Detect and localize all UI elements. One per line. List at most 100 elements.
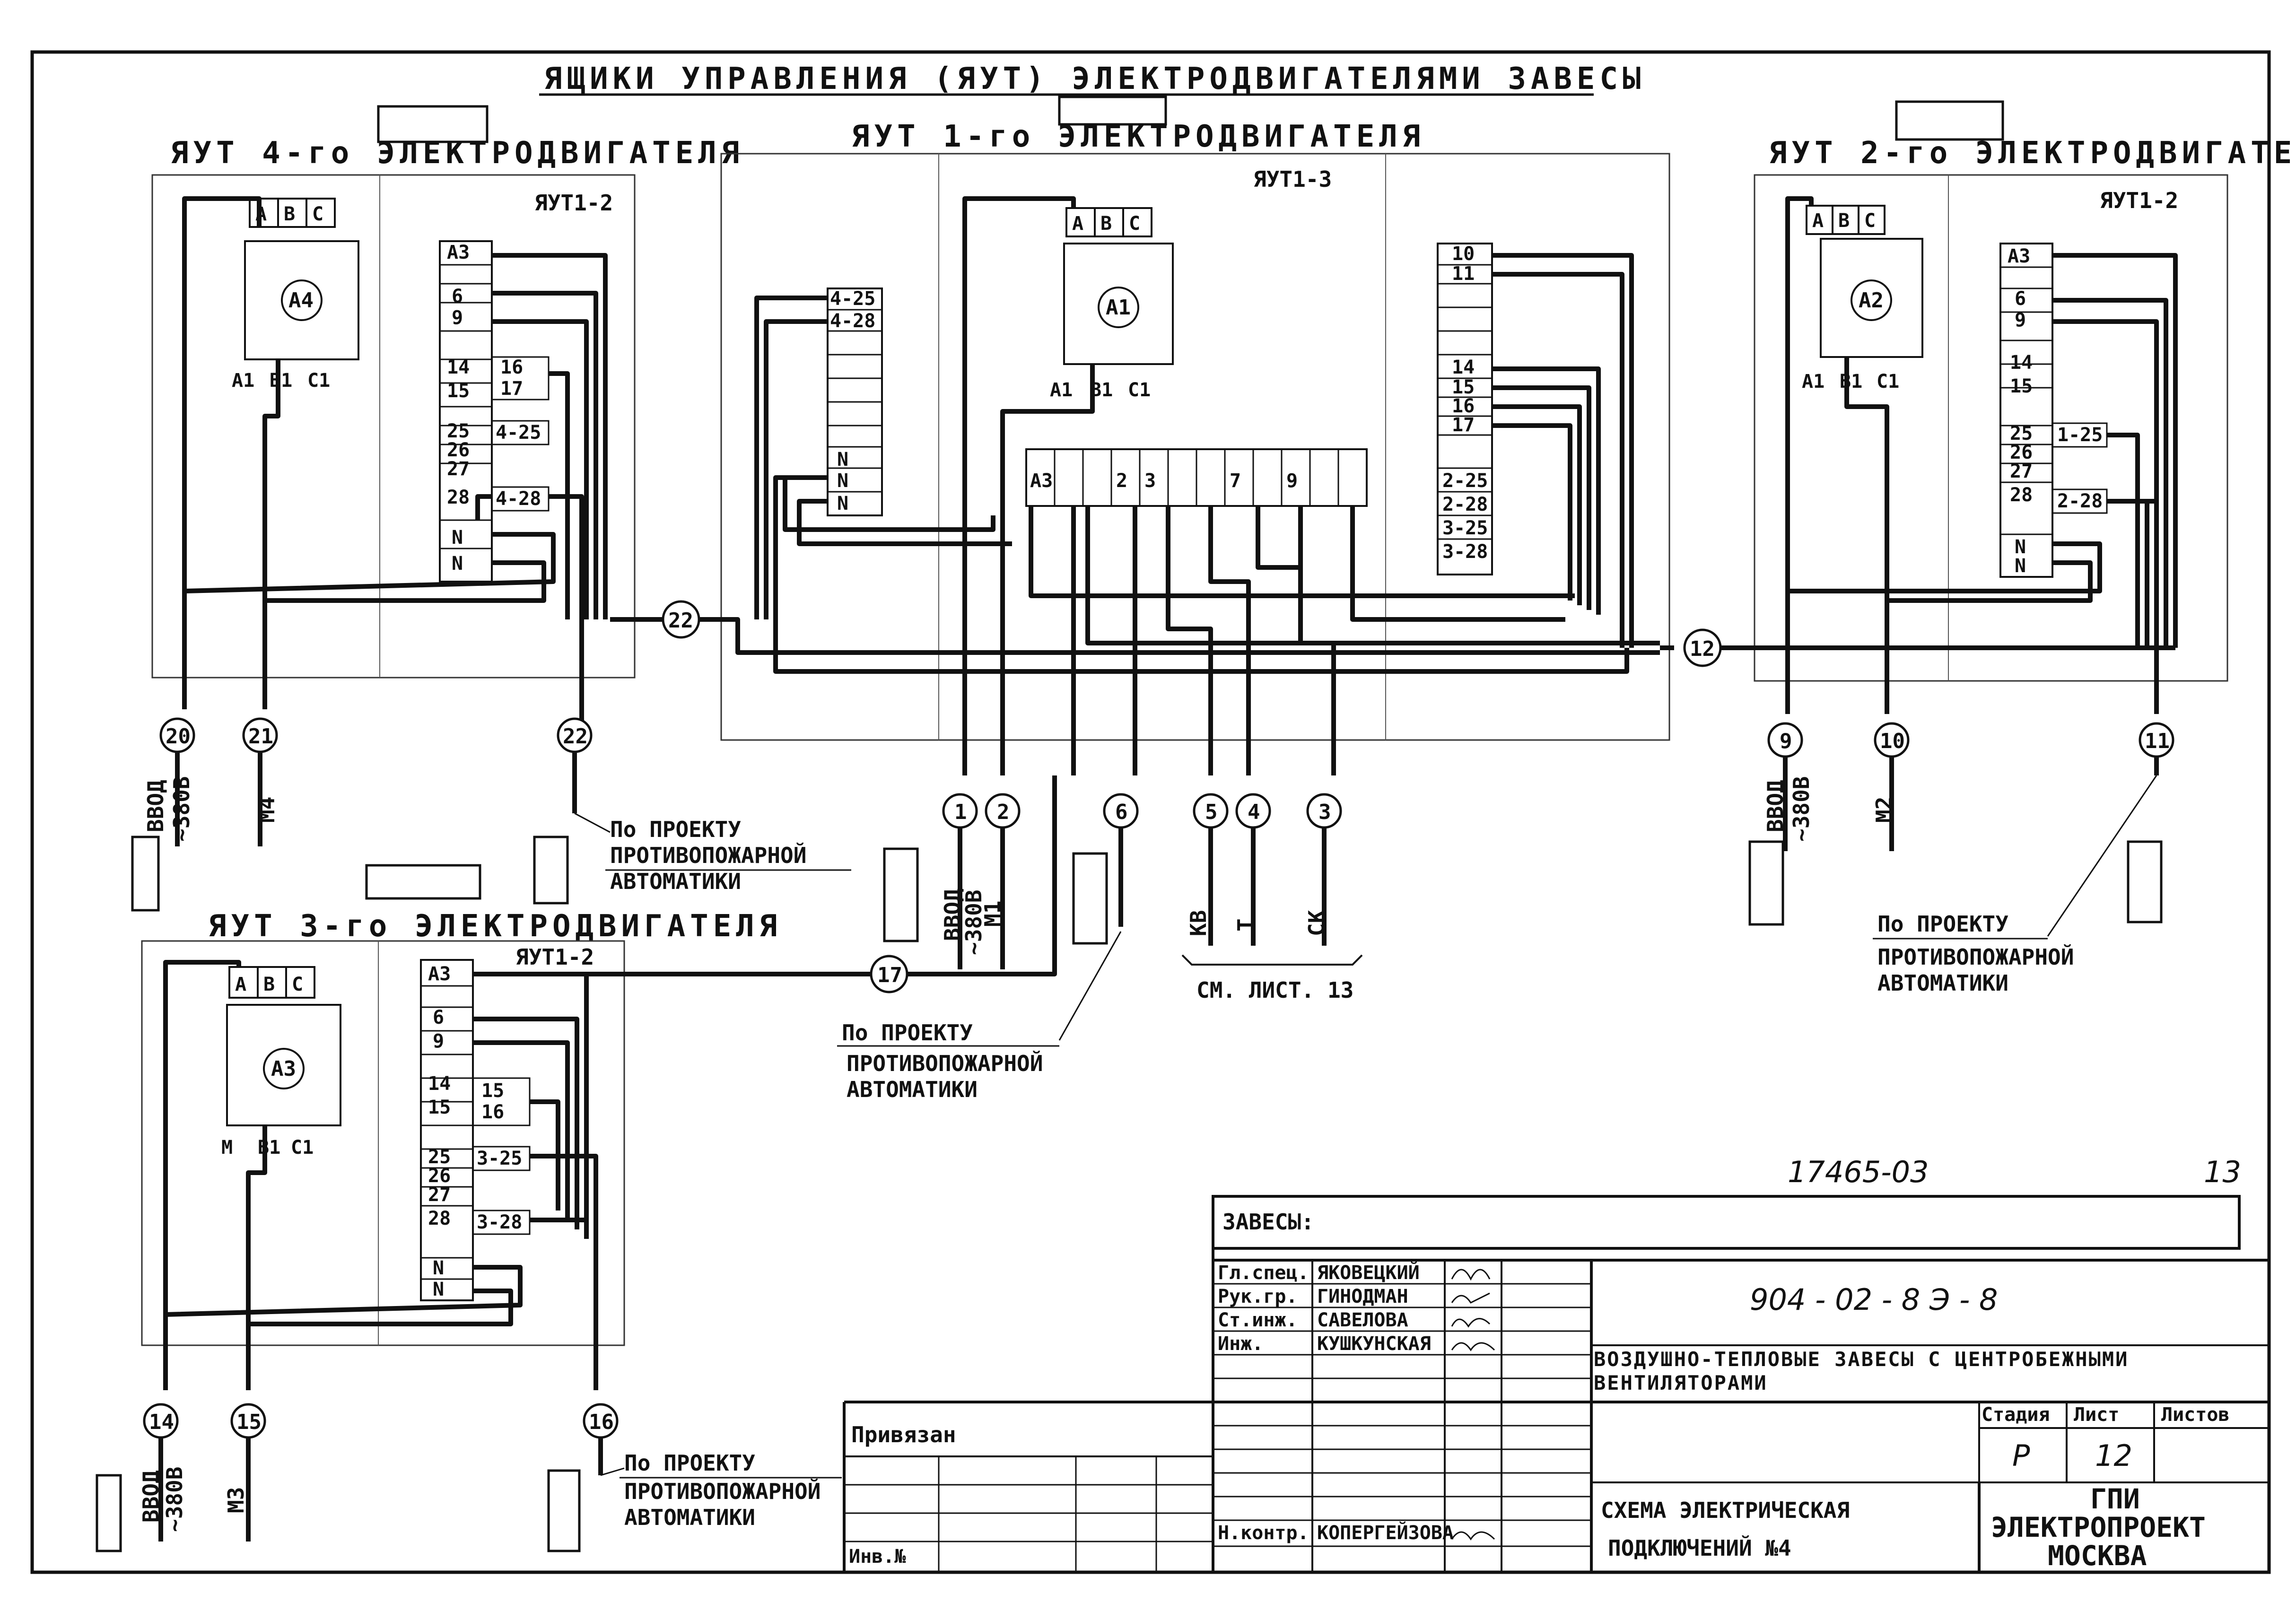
svg-text:3: 3: [1144, 470, 1156, 492]
svg-text:ГИНОДМАН: ГИНОДМАН: [1317, 1286, 1408, 1307]
yaut2-wiring: [1721, 196, 2178, 714]
yaut3-wiring: [163, 775, 1057, 1390]
svg-text:С: С: [312, 203, 323, 225]
svg-text:ВВОД: ВВОД: [143, 780, 168, 832]
svg-text:М2: М2: [1871, 797, 1897, 823]
svg-text:~380В: ~380В: [961, 890, 986, 955]
svg-text:А3: А3: [1030, 470, 1053, 492]
yaut1-type: ЯУТ1-3: [1253, 166, 1332, 192]
svg-text:С1: С1: [307, 370, 330, 392]
svg-text:А3: А3: [428, 963, 451, 985]
svg-text:А: А: [1812, 210, 1824, 232]
svg-text:С: С: [1864, 210, 1876, 232]
svg-text:11: 11: [1452, 263, 1475, 285]
cable-stubs: [158, 752, 2159, 1542]
svg-text:6: 6: [1115, 800, 1128, 824]
svg-text:15: 15: [236, 1410, 262, 1434]
svg-text:КВ: КВ: [1186, 910, 1211, 936]
svg-text:Рук.гр.: Рук.гр.: [1218, 1286, 1298, 1307]
yaut4-bottom-terms: А1 В1 С1: [232, 370, 330, 392]
svg-text:10: 10: [1452, 243, 1475, 265]
yaut2-terminal-strip: А3 6 9 14 15 25 26 27 28 N N 1-25 2-28: [1999, 243, 2108, 578]
yaut4-box: ЯУТ 4-го ЭЛЕКТРОДВИГАТЕЛЯ ЯУТ1-2 А4 А В …: [151, 105, 739, 723]
svg-text:28: 28: [2010, 484, 2033, 506]
svg-text:М3: М3: [223, 1487, 249, 1513]
svg-text:По ПРОЕКТУ: По ПРОЕКТУ: [1877, 911, 2008, 937]
svg-text:Ст.инж.: Ст.инж.: [1218, 1309, 1298, 1331]
yaut1-bottom-terms: А1 В1 С1: [1050, 379, 1151, 401]
svg-text:4-25: 4-25: [496, 422, 541, 444]
svg-text:~380В: ~380В: [1789, 776, 1814, 842]
svg-text:А1: А1: [232, 370, 254, 392]
svg-text:1-25: 1-25: [2057, 424, 2103, 446]
svg-text:N: N: [433, 1279, 444, 1300]
yaut3-title: ЯУТ 3-го ЭЛЕКТРОДВИГАТЕЛЯ: [208, 909, 782, 944]
svg-text:9: 9: [1780, 729, 1792, 753]
svg-text:6: 6: [452, 286, 463, 307]
svg-text:16: 16: [1452, 395, 1475, 417]
svg-text:КОПЕРГЕЙЗОВА: КОПЕРГЕЙЗОВА: [1317, 1521, 1454, 1544]
svg-text:АВТОМАТИКИ: АВТОМАТИКИ: [847, 1077, 978, 1102]
svg-text:2-28: 2-28: [2057, 490, 2103, 512]
svg-text:АВТОМАТИКИ: АВТОМАТИКИ: [624, 1505, 755, 1530]
svg-text:Р: Р: [2012, 1438, 2030, 1473]
svg-text:15: 15: [2010, 375, 2033, 397]
yaut3-bottom-terms: М В1 С1: [221, 1137, 314, 1158]
svg-text:4-25: 4-25: [830, 288, 875, 310]
yaut3-terminal-strip: А3 6 9 14 15 25 26 27 28 N N 15 16 3-25 …: [420, 959, 531, 1301]
svg-text:25: 25: [428, 1146, 451, 1168]
drawing-title-2: ПОДКЛЮЧЕНИЙ №4: [1608, 1535, 1791, 1561]
svg-text:4: 4: [1248, 800, 1260, 824]
yaut2-starter: А2: [1859, 288, 1884, 313]
svg-text:М: М: [221, 1137, 233, 1158]
svg-text:7: 7: [1230, 470, 1241, 492]
svg-text:12: 12: [1690, 637, 1715, 661]
svg-text:3-28: 3-28: [477, 1211, 522, 1233]
svg-text:20: 20: [166, 724, 191, 749]
svg-text:ПРОТИВОПОЖАРНОЙ: ПРОТИВОПОЖАРНОЙ: [610, 843, 806, 868]
svg-text:По ПРОЕКТУ: По ПРОЕКТУ: [624, 1450, 755, 1476]
yaut1-starter: А1: [1106, 296, 1131, 320]
svg-text:15: 15: [1452, 376, 1475, 398]
svg-text:ПРОТИВОПОЖАРНОЙ: ПРОТИВОПОЖАРНОЙ: [847, 1051, 1043, 1076]
svg-text:4-28: 4-28: [830, 310, 875, 332]
yaut3-starter: А3: [271, 1057, 296, 1081]
svg-text:В1: В1: [1840, 371, 1862, 392]
yaut1-left-strip: 4-25 4-28 N N N: [827, 287, 883, 516]
yaut3-box: ЯУТ 3-го ЭЛЕКТРОДВИГАТЕЛЯ ЯУТ1-2 А3 А В …: [141, 775, 1057, 1390]
signatures: [1451, 1269, 1495, 1541]
svg-text:26: 26: [2010, 442, 2033, 463]
yaut2-type: ЯУТ1-2: [2100, 188, 2178, 213]
svg-text:3-28: 3-28: [1442, 541, 1488, 563]
svg-text:В: В: [284, 203, 295, 225]
svg-text:17: 17: [500, 378, 523, 400]
yaut1-wiring: [681, 196, 1674, 775]
svg-text:26: 26: [428, 1165, 451, 1187]
svg-text:9: 9: [1286, 470, 1298, 492]
svg-text:ВВОД: ВВОД: [940, 888, 965, 941]
svg-text:3-25: 3-25: [1442, 517, 1488, 539]
yaut1-title: ЯУТ 1-го ЭЛЕКТРОДВИГАТЕЛЯ: [851, 119, 1425, 154]
svg-text:По ПРОЕКТУ: По ПРОЕКТУ: [842, 1020, 973, 1045]
svg-text:15: 15: [428, 1097, 451, 1118]
svg-text:Т: Т: [1233, 918, 1258, 932]
svg-text:5: 5: [1205, 800, 1218, 824]
yaut4-top-terms: А В С: [249, 198, 336, 228]
svg-text:В: В: [1100, 213, 1112, 235]
yaut4-starter: А4: [288, 288, 314, 313]
svg-text:15: 15: [447, 380, 470, 402]
svg-text:А: А: [1072, 213, 1083, 235]
org-name-2: ЭЛЕКТРОПРОЕКТ: [1991, 1511, 2206, 1543]
object-title: ВОЗДУШНО-ТЕПЛОВЫЕ ЗАВЕСЫ С ЦЕНТРОБЕЖНЫМИ…: [1594, 1348, 2129, 1394]
doc-number: 17465-03: [1788, 1155, 1929, 1189]
svg-text:М4: М4: [254, 797, 279, 823]
svg-text:АВТОМАТИКИ: АВТОМАТИКИ: [610, 869, 741, 894]
org-name-1: ГПИ: [2090, 1483, 2140, 1515]
yaut2-top-terms: А В С: [1806, 205, 1886, 235]
svg-text:2-28: 2-28: [1442, 494, 1488, 515]
svg-text:~380В: ~380В: [169, 776, 194, 842]
sheet-frame: [30, 50, 2271, 1574]
svg-text:Н.контр.: Н.контр.: [1218, 1522, 1309, 1544]
yaut3-top-terms: А В С: [228, 966, 315, 999]
see-sheet-13: СМ. ЛИСТ. 13: [1196, 977, 1353, 1003]
